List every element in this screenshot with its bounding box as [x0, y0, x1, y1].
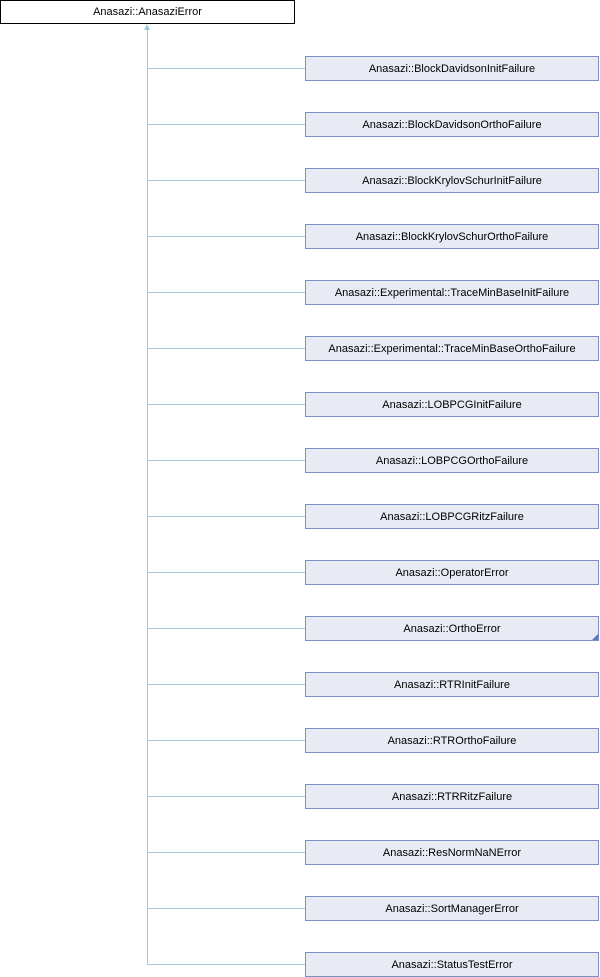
class-name-label: Anasazi::Experimental::TraceMinBaseOrtho…	[328, 342, 576, 355]
derived-class-node[interactable]: Anasazi::BlockKrylovSchurInitFailure	[305, 168, 599, 193]
class-name-label: Anasazi::RTRRitzFailure	[391, 790, 513, 803]
derived-class-node[interactable]: Anasazi::OperatorError	[305, 560, 599, 585]
derived-class-node[interactable]: Anasazi::BlockDavidsonOrthoFailure	[305, 112, 599, 137]
class-name-label: Anasazi::LOBPCGOrthoFailure	[375, 454, 529, 467]
derived-class-node[interactable]: Anasazi::BlockKrylovSchurOrthoFailure	[305, 224, 599, 249]
derived-class-node[interactable]: Anasazi::RTROrthoFailure	[305, 728, 599, 753]
class-name-label: Anasazi::LOBPCGRitzFailure	[380, 510, 524, 523]
class-name-label: Anasazi::BlockDavidsonInitFailure	[368, 62, 536, 75]
derived-class-node[interactable]: Anasazi::LOBPCGInitFailure	[305, 392, 599, 417]
inheritance-connector-line	[147, 740, 305, 741]
inheritance-connector-line	[147, 796, 305, 797]
base-class-node[interactable]: Anasazi::AnasaziError	[0, 0, 295, 24]
derived-class-node[interactable]: Anasazi::RTRInitFailure	[305, 672, 599, 697]
inheritance-connector-line	[147, 236, 305, 237]
class-name-label: Anasazi::SortManagerError	[385, 902, 519, 915]
inheritance-connector-line	[147, 684, 305, 685]
class-name-label: Anasazi::BlockKrylovSchurInitFailure	[362, 174, 542, 187]
class-name-label: Anasazi::Experimental::TraceMinBaseInitF…	[334, 286, 570, 299]
class-name-label: Anasazi::RTRInitFailure	[394, 678, 510, 691]
has-subclasses-corner-icon	[592, 634, 598, 640]
inheritance-connector-line	[147, 516, 305, 517]
inheritance-connector-line	[147, 460, 305, 461]
derived-class-node[interactable]: Anasazi::StatusTestError	[305, 952, 599, 977]
class-name-label: Anasazi::StatusTestError	[391, 958, 513, 971]
class-name-label: Anasazi::OrthoError	[403, 622, 501, 635]
derived-class-node[interactable]: Anasazi::BlockDavidsonInitFailure	[305, 56, 599, 81]
derived-class-node[interactable]: Anasazi::LOBPCGRitzFailure	[305, 504, 599, 529]
inheritance-connector-line	[147, 572, 305, 573]
class-name-label: Anasazi::RTROrthoFailure	[387, 734, 517, 747]
inheritance-connector-line	[147, 852, 305, 853]
derived-class-node[interactable]: Anasazi::OrthoError	[305, 616, 599, 641]
derived-class-node[interactable]: Anasazi::LOBPCGOrthoFailure	[305, 448, 599, 473]
inheritance-trunk-line	[147, 28, 148, 965]
class-name-label: Anasazi::ResNormNaNError	[382, 846, 522, 859]
inheritance-connector-line	[147, 348, 305, 349]
inheritance-connector-line	[147, 124, 305, 125]
derived-class-node[interactable]: Anasazi::ResNormNaNError	[305, 840, 599, 865]
inheritance-arrowhead	[144, 24, 150, 30]
derived-class-node[interactable]: Anasazi::Experimental::TraceMinBaseInitF…	[305, 280, 599, 305]
inheritance-connector-line	[147, 180, 305, 181]
inheritance-connector-line	[147, 292, 305, 293]
inheritance-connector-line	[147, 908, 305, 909]
inheritance-connector-line	[147, 68, 305, 69]
derived-class-node[interactable]: Anasazi::SortManagerError	[305, 896, 599, 921]
class-name-label: Anasazi::BlockDavidsonOrthoFailure	[362, 118, 542, 131]
class-name-label: Anasazi::OperatorError	[395, 566, 509, 579]
inheritance-connector-line	[147, 964, 305, 965]
derived-class-node[interactable]: Anasazi::RTRRitzFailure	[305, 784, 599, 809]
derived-class-node[interactable]: Anasazi::Experimental::TraceMinBaseOrtho…	[305, 336, 599, 361]
class-name-label: Anasazi::LOBPCGInitFailure	[382, 398, 522, 411]
inheritance-connector-line	[147, 628, 305, 629]
inheritance-connector-line	[147, 404, 305, 405]
class-name-label: Anasazi::BlockKrylovSchurOrthoFailure	[355, 230, 549, 243]
